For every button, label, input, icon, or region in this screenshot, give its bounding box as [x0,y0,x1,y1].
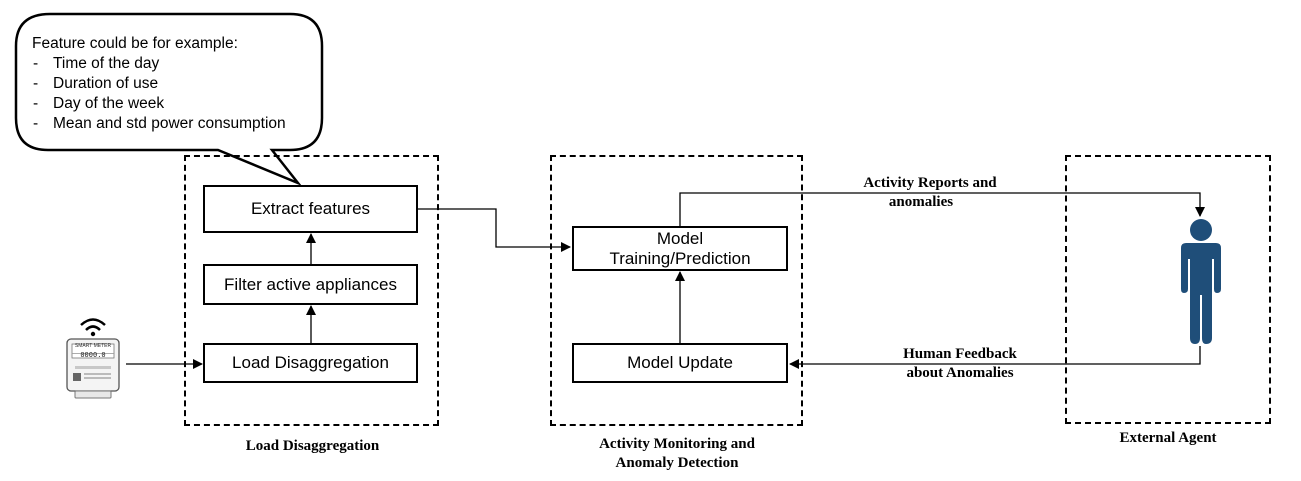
human-feedback-line-1: Human Feedback [903,346,1017,362]
extract-features-label: Extract features [250,199,371,218]
smart-meter-icon [66,318,120,399]
meter-brand: SMART METER [74,343,112,349]
activity-reports-label: Activity Reports and anomalies [820,174,1040,212]
activity-monitoring-title-line-1: Activity Monitoring and [599,436,755,452]
load-disaggregation-label: Load Disaggregation [232,353,389,372]
callout-heading: Feature could be for example: [32,35,238,52]
callout-item: Time of the day [32,54,286,74]
external-agent-title-text: External Agent [1119,430,1217,446]
human-feedback-label: Human Feedback about Anomalies [850,345,1070,383]
arrow-feedback-to-update [789,346,1201,369]
external-agent-title: External Agent [1065,429,1271,448]
model-update-label: Model Update [627,353,733,372]
activity-reports-line-1: Activity Reports and [863,175,997,191]
person-icon [1181,219,1221,344]
callout-text: Feature could be for example: Time of th… [32,34,286,134]
load-disaggregation-box: Load Disaggregation [203,343,418,383]
activity-monitoring-region [550,155,803,426]
activity-reports-line-2: anomalies [888,194,954,210]
extract-features-box: Extract features [203,185,418,233]
callout-item: Mean and std power consumption [32,114,286,134]
callout-item: Duration of use [32,74,286,94]
external-agent-region [1065,155,1271,424]
human-feedback-line-2: about Anomalies [906,365,1014,381]
arrow-extract-to-model [418,208,571,252]
filter-active-appliances-label: Filter active appliances [224,274,397,294]
load-disaggregation-title-text: Load Disaggregation [245,438,380,454]
activity-monitoring-title-line-2: Anomaly Detection [615,455,739,471]
load-disaggregation-title: Load Disaggregation [190,437,435,456]
filter-active-appliances-box: Filter active appliances [203,264,418,305]
callout-list: Time of the day Duration of use Day of t… [32,54,286,134]
model-training-label-1: Model [656,228,704,248]
load-disaggregation-region [184,155,439,426]
model-update-box: Model Update [572,343,788,383]
meter-reading: 0000.0 [80,351,106,359]
model-training-box: Model Training/Prediction [572,226,788,271]
arrow-reports-to-agent [679,192,1205,226]
activity-monitoring-title: Activity Monitoring and Anomaly Detectio… [552,435,802,473]
model-training-label-2: Training/Prediction [609,248,751,268]
callout-item: Day of the week [32,94,286,114]
